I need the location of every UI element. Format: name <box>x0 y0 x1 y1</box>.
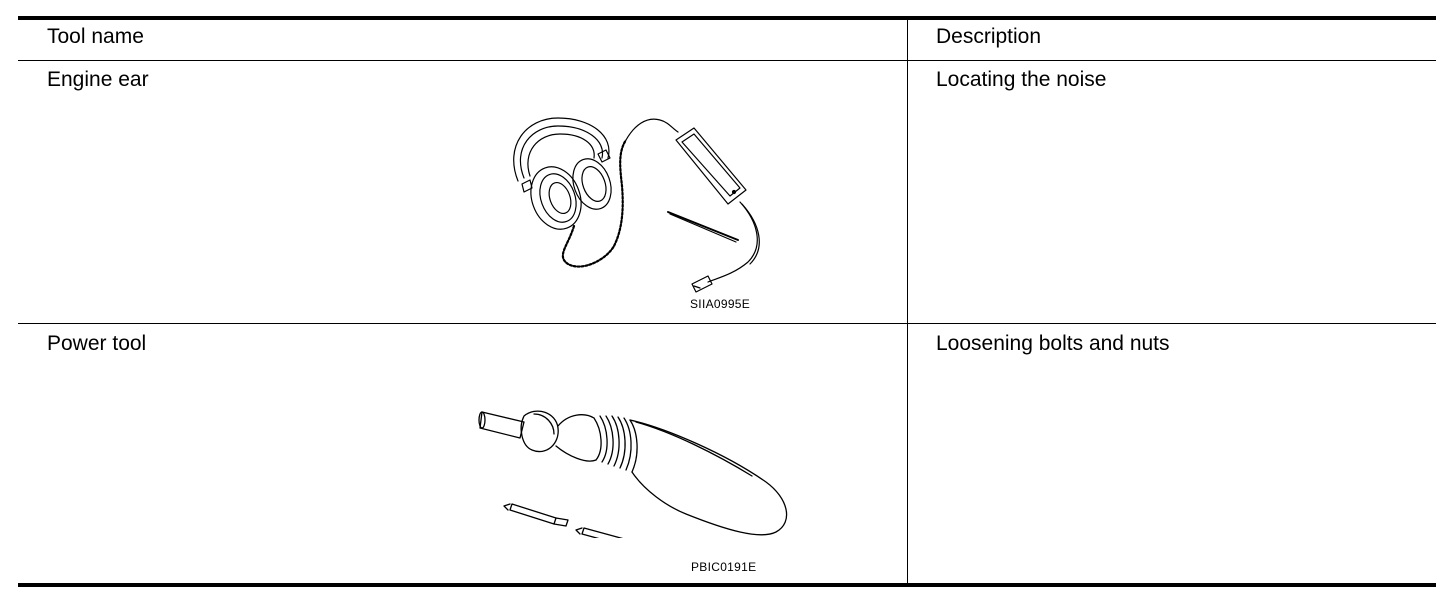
header-description: Description <box>936 25 1042 48</box>
figure-code-2: PBIC0191E <box>691 560 757 574</box>
header-rule <box>18 60 1436 61</box>
power-screwdriver-icon <box>476 398 796 549</box>
row-2-tool-name: Power tool <box>47 332 147 355</box>
stethoscope-headphones-icon <box>496 106 766 306</box>
row-1-tool-name: Engine ear <box>47 68 149 91</box>
column-divider <box>907 18 908 585</box>
row-divider <box>18 323 1436 324</box>
tool-table: Tool name Description Engine ear Locatin… <box>18 16 1436 587</box>
header-tool-name: Tool name <box>47 25 144 48</box>
table-bottom-rule <box>18 583 1436 587</box>
row-1-description: Locating the noise <box>936 68 1107 91</box>
figure-code-1: SIIA0995E <box>690 297 751 311</box>
table-top-rule <box>18 16 1436 20</box>
row-2-description: Loosening bolts and nuts <box>936 332 1170 355</box>
